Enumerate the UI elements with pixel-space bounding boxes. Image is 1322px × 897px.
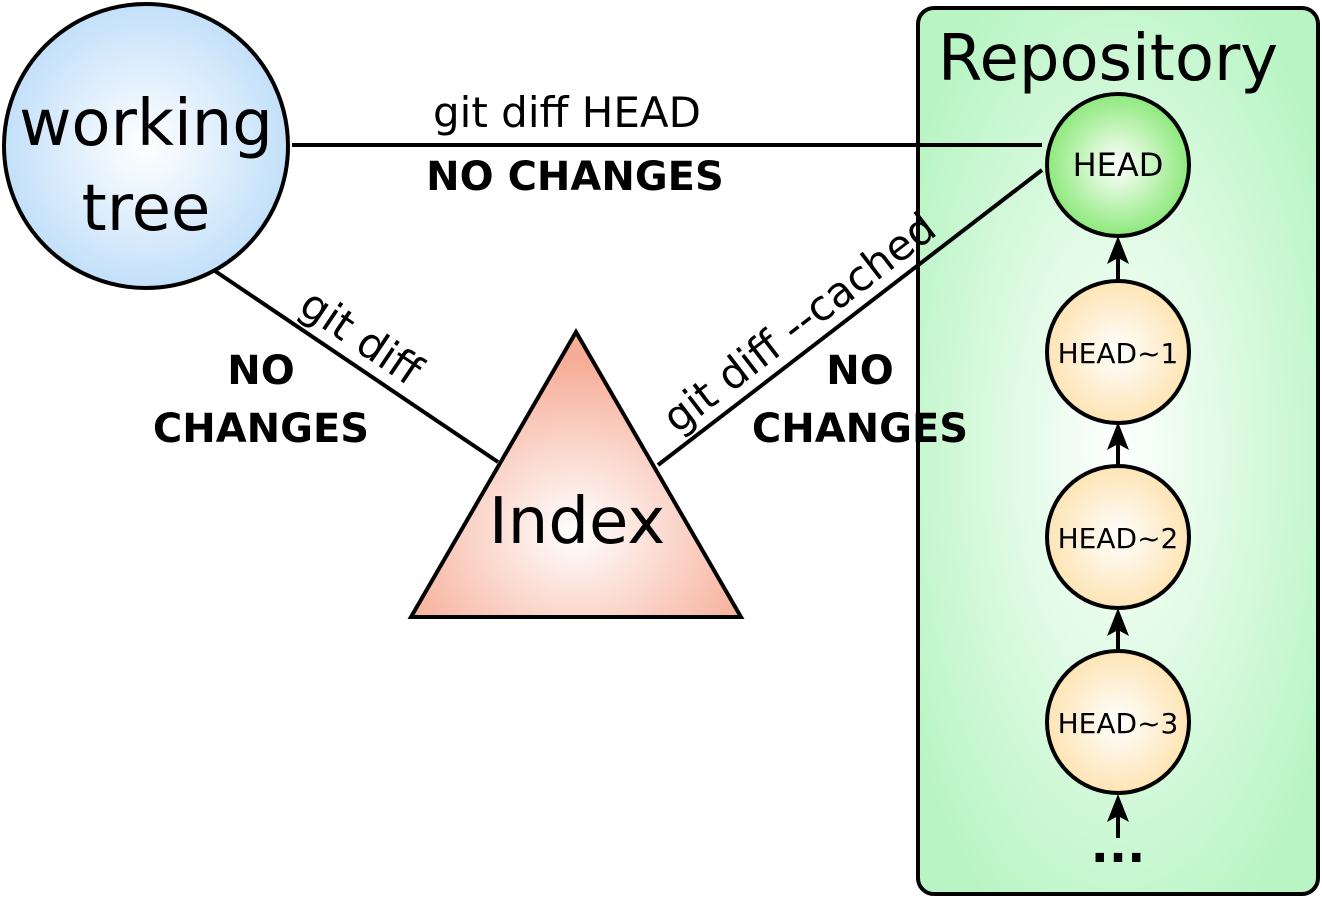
commit-head-1: HEAD~1 (1045, 279, 1191, 425)
edge-wt-head-result: NO CHANGES (426, 154, 724, 200)
edge-index-head (656, 168, 1044, 467)
commit-head-3-label: HEAD~3 (1058, 707, 1179, 740)
repository-title: Repository (938, 22, 1278, 96)
commit-head-2: HEAD~2 (1045, 464, 1191, 610)
edge-wt-index-result-line1: NO (227, 348, 294, 394)
edge-index-head-result-line2: CHANGES (752, 406, 968, 452)
commit-chain-arrows (1107, 236, 1129, 838)
edge-wt-head-command: git diff HEAD (433, 88, 701, 137)
working-tree-label-line2: tree (82, 172, 211, 246)
commit-head-1-label: HEAD~1 (1058, 337, 1179, 370)
working-tree-label-line1: working (19, 87, 273, 161)
edge-wt-index-result-line2: CHANGES (153, 406, 369, 452)
working-tree-node: working tree (2, 2, 290, 290)
index-label: Index (489, 485, 665, 559)
commit-head-label: HEAD (1073, 146, 1164, 184)
commit-ellipsis: ... (1091, 818, 1146, 874)
edge-worktree-index (213, 269, 500, 464)
edge-index-head-result-line1: NO (826, 348, 893, 394)
index-node: Index (407, 328, 745, 619)
commit-head-2-label: HEAD~2 (1058, 522, 1179, 555)
commit-head: HEAD (1045, 92, 1191, 238)
commit-head-3: HEAD~3 (1045, 649, 1191, 795)
